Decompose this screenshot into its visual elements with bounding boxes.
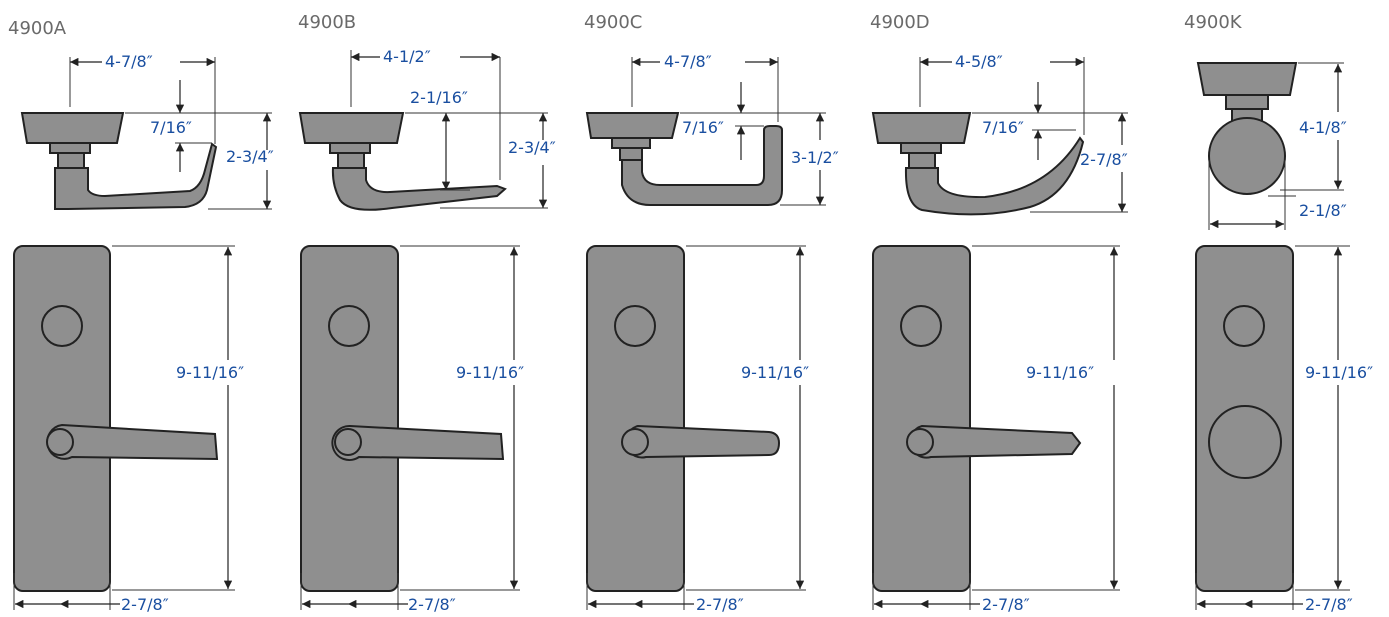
dim-plate-height-4900b: 9-11/16″ xyxy=(456,363,524,382)
dim-width-4900b: 4-1/2″ xyxy=(383,47,431,66)
escutcheon-plate-4900d xyxy=(872,245,1082,592)
lever-side-view-4900b xyxy=(298,112,507,211)
dim-clearance-4900c: 7/16″ xyxy=(682,118,724,137)
escutcheon-plate-4900k xyxy=(1195,245,1294,592)
dim-height-4900c: 3-1/2″ xyxy=(791,148,839,167)
dim-width-4900c: 4-7/8″ xyxy=(664,52,712,71)
dim-diameter-4900k: 2-1/8″ xyxy=(1299,201,1347,220)
dim-plate-width-4900c: 2-7/8″ xyxy=(696,595,744,613)
knob-side-view-4900k xyxy=(1196,62,1298,195)
dim-clearance-4900a: 7/16″ xyxy=(150,118,192,137)
model-label-4900c: 4900C xyxy=(584,12,642,33)
dim-clearance-4900d: 7/16″ xyxy=(982,118,1024,137)
lever-side-view-4900a xyxy=(20,112,218,210)
model-4900a: 4900A 4-7/8″ 7/16″ 2-3/4″ xyxy=(8,18,274,614)
model-label-4900a: 4900A xyxy=(8,18,67,39)
dim-width-4900d: 4-5/8″ xyxy=(955,52,1003,71)
dim-height-4900k: 4-1/8″ xyxy=(1299,118,1347,137)
model-label-4900b: 4900B xyxy=(298,12,356,33)
dim-plate-height-4900d: 9-11/16″ xyxy=(1026,363,1094,382)
lever-side-view-4900c xyxy=(585,112,783,206)
model-4900k: 4900K 4-1/8″ 2-1/8″ 9-11/16″ 2 xyxy=(1184,12,1373,614)
dim-plate-width-4900d: 2-7/8″ xyxy=(982,595,1030,613)
escutcheon-plate-4900b xyxy=(300,245,505,592)
model-4900d: 4900D 4-5/8″ 7/16″ 2-7/8″ 9-11/16 xyxy=(870,12,1128,614)
dim-height-4900b: 2-3/4″ xyxy=(508,138,556,157)
model-label-4900d: 4900D xyxy=(870,12,930,33)
escutcheon-plate-4900a xyxy=(13,245,219,592)
model-label-4900k: 4900K xyxy=(1184,12,1243,33)
dim-height-4900a: 2-3/4″ xyxy=(226,147,274,166)
dim-plate-height-4900c: 9-11/16″ xyxy=(741,363,809,382)
model-4900b: 4900B 4-1/2″ 2-1/16″ 2-3/4″ 9-11/ xyxy=(298,12,556,614)
dim-height-4900d: 2-7/8″ xyxy=(1080,150,1128,169)
dim-plate-width-4900a: 2-7/8″ xyxy=(121,595,169,613)
lever-side-view-4900d xyxy=(871,112,1085,216)
model-4900c: 4900C 4-7/8″ 7/16″ 3-1/2″ 9-11/16 xyxy=(584,12,839,614)
dim-width-4900a: 4-7/8″ xyxy=(105,52,153,71)
dim-plate-width-4900k: 2-7/8″ xyxy=(1305,595,1353,613)
escutcheon-plate-4900c xyxy=(586,245,781,592)
dim-plate-width-4900b: 2-7/8″ xyxy=(408,595,456,613)
dim-plate-height-4900k: 9-11/16″ xyxy=(1305,363,1373,382)
dim-plate-height-4900a: 9-11/16″ xyxy=(176,363,244,382)
dim-clearance-4900b: 2-1/16″ xyxy=(410,88,468,107)
